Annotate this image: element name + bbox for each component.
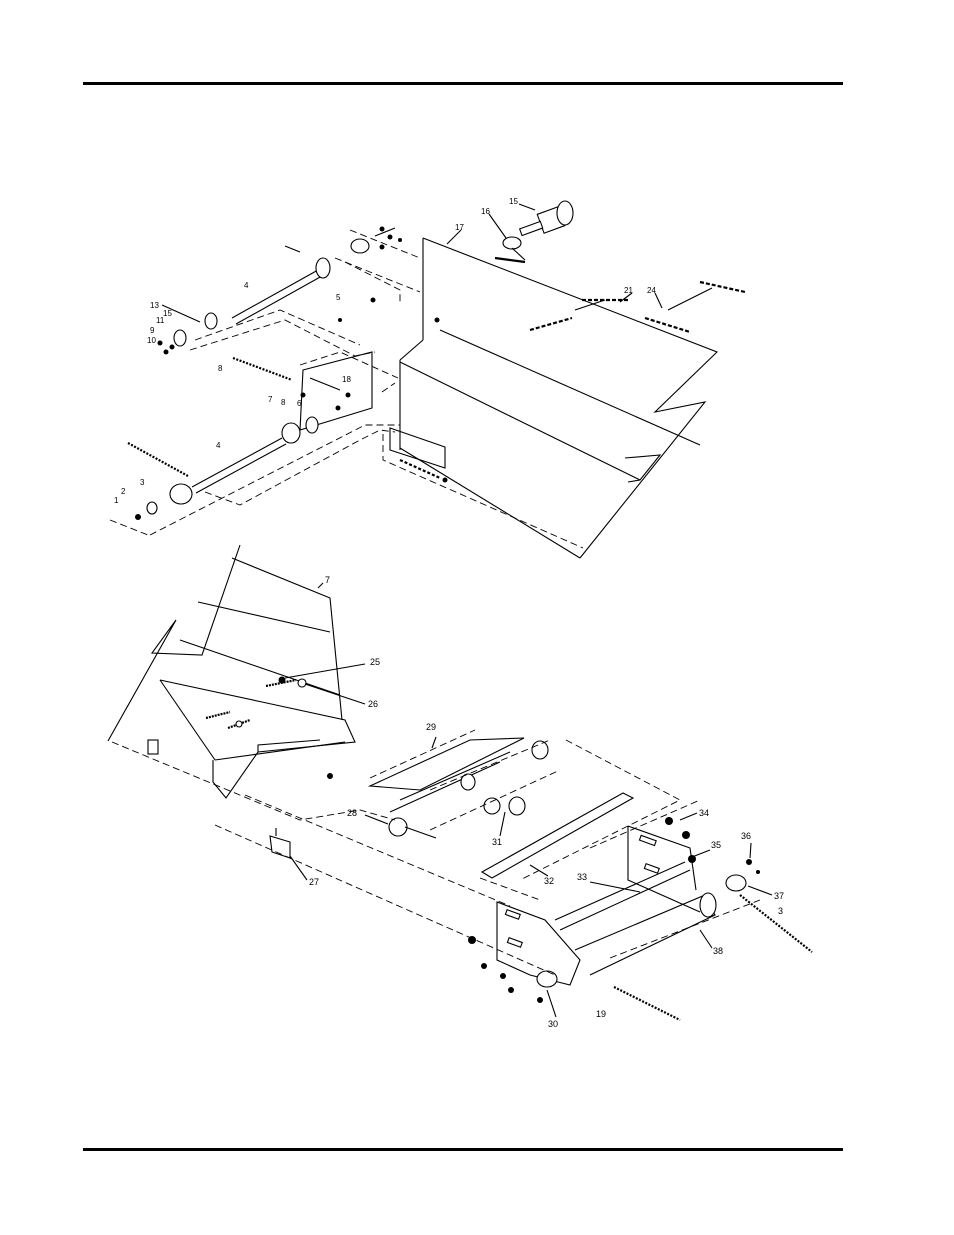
bracket-part-27 xyxy=(269,835,291,859)
flange-bearing-part-37 xyxy=(725,874,747,892)
callout-19: 19 xyxy=(596,1009,606,1019)
callout-28: 28 xyxy=(347,808,357,818)
callout-31: 31 xyxy=(492,837,502,847)
callout-15b: 15 xyxy=(163,309,172,318)
callout-33: 33 xyxy=(577,872,587,882)
header-rule xyxy=(83,82,843,85)
callout-36: 36 xyxy=(741,831,751,841)
callout-4a: 4 xyxy=(244,281,249,290)
frame-left-edge xyxy=(107,544,241,742)
callout-17: 17 xyxy=(455,223,464,232)
motor-part-15 xyxy=(518,200,574,237)
upper-assembly: 15 16 17 21 24 4 13 15 11 9 10 5 8 18 7 … xyxy=(109,197,746,559)
bearing-roller xyxy=(460,773,476,791)
callout-29: 29 xyxy=(426,722,436,732)
sprocket-part-16 xyxy=(502,236,522,250)
callout-16: 16 xyxy=(481,207,490,216)
callout-27: 27 xyxy=(309,877,319,887)
shaft-lower xyxy=(191,437,283,488)
nut-part-1 xyxy=(135,514,141,520)
callout-8a: 8 xyxy=(218,364,223,373)
bracket-part-18 xyxy=(299,351,373,431)
bearing-part-11 xyxy=(173,329,187,347)
hardware-26 xyxy=(205,676,307,730)
tension-rod-lower xyxy=(127,442,189,477)
callout-7a: 7 xyxy=(268,395,273,404)
callout-15: 15 xyxy=(509,197,518,206)
callout-35: 35 xyxy=(711,840,721,850)
rod-part-9 xyxy=(232,356,293,382)
callout-3: 3 xyxy=(140,478,145,487)
callout-3b: 3 xyxy=(778,906,783,916)
bearing-part-3 xyxy=(169,483,193,505)
small-hardware-upper xyxy=(157,226,440,411)
callout-9: 9 xyxy=(150,326,155,335)
bearing-plate-upper xyxy=(389,427,446,469)
callout-34: 34 xyxy=(699,808,709,818)
tension-rod-part-3 xyxy=(739,894,813,953)
bearing-part-13 xyxy=(204,312,218,330)
flange-bearing-top xyxy=(350,238,370,254)
callout-2: 2 xyxy=(121,487,126,496)
callout-11: 11 xyxy=(156,316,165,325)
callout-10: 10 xyxy=(147,336,156,345)
callout-32: 32 xyxy=(544,876,554,886)
tension-rod-part-19 xyxy=(613,986,681,1021)
callout-38: 38 xyxy=(713,946,723,956)
roller-part-38 xyxy=(496,825,717,986)
callout-24: 24 xyxy=(647,286,656,295)
callout-6: 6 xyxy=(297,399,302,408)
callout-26: 26 xyxy=(368,699,378,709)
bearing-part-31b xyxy=(508,796,526,816)
bearing-part-31a xyxy=(483,797,501,815)
callout-5: 5 xyxy=(336,293,341,302)
callout-37: 37 xyxy=(774,891,784,901)
callout-30: 30 xyxy=(548,1019,558,1029)
washer-part-2 xyxy=(146,501,158,515)
shaft-upper xyxy=(231,269,319,319)
callout-4b: 4 xyxy=(216,441,221,450)
side-panel-outline xyxy=(422,237,718,559)
callout-18: 18 xyxy=(342,375,351,384)
bearing-upper-right xyxy=(315,257,331,279)
callout-8b: 8 xyxy=(281,398,286,407)
footer-rule xyxy=(83,1148,843,1151)
callout-21: 21 xyxy=(624,286,633,295)
chain-part-24 xyxy=(644,280,746,334)
flange-bearing-part-30 xyxy=(536,970,558,988)
small-hardware-lower xyxy=(327,773,760,1003)
callout-25: 25 xyxy=(370,657,380,667)
bar-part-32 xyxy=(480,792,635,879)
callout-13: 13 xyxy=(150,301,159,310)
bearing-part-28 xyxy=(388,817,408,837)
bearing-lower-shaft xyxy=(281,422,301,444)
frame-top-edge xyxy=(231,557,343,721)
lower-assembly: 7 25 26 29 28 31 27 32 33 34 35 36 37 3 … xyxy=(107,544,813,1029)
callout-1: 1 xyxy=(114,496,119,505)
callout-7: 7 xyxy=(325,575,330,585)
clip-bracket xyxy=(147,739,159,755)
chain-part-21 xyxy=(529,298,630,332)
